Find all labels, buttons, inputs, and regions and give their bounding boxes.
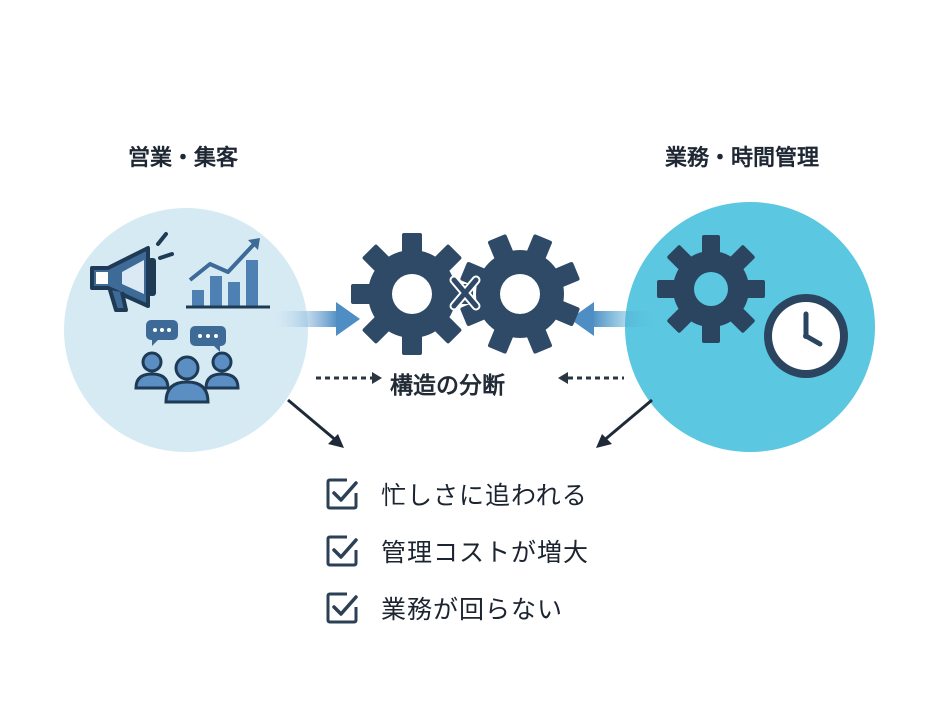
- right-dotted-arrow-icon: [558, 372, 624, 384]
- team-chat-icon: [134, 320, 240, 404]
- checkbox-checked-icon: [326, 535, 358, 567]
- checklist-item-text: 管理コストが増大: [381, 538, 590, 567]
- problem-checklist: 忙しさに追われる 管理コストが増大 業務が回らない: [325, 474, 589, 645]
- structural-disconnect-label: 構造の分断: [390, 373, 505, 399]
- gear-icon: [460, 234, 580, 354]
- checklist-item: 管理コストが増大: [325, 531, 589, 571]
- checklist-item: 業務が回らない: [325, 588, 589, 628]
- gear-icon: [351, 233, 473, 355]
- growth-bar-chart-icon: [186, 238, 270, 309]
- operations-time-management-title: 業務・時間管理: [665, 146, 820, 171]
- checkbox-checked-icon: [326, 592, 358, 624]
- right-inflow-arrow-icon: [570, 302, 658, 336]
- gear-icon: [657, 235, 765, 343]
- megaphone-icon: [90, 232, 174, 312]
- left-inflow-arrow-icon: [272, 302, 360, 336]
- sales-marketing-title: 営業・集客: [128, 146, 239, 171]
- sales-marketing-circle: [64, 208, 308, 452]
- cross-mark-icon: [449, 275, 481, 311]
- checklist-item-text: 忙しさに追われる: [381, 481, 588, 510]
- checkbox-checked-icon: [326, 478, 358, 510]
- checklist-item: 忙しさに追われる: [325, 474, 589, 514]
- right-down-arrow-icon: [596, 398, 653, 448]
- left-dotted-arrow-icon: [316, 372, 382, 384]
- left-down-arrow-icon: [287, 398, 344, 448]
- clock-icon: [764, 294, 848, 378]
- checklist-item-text: 業務が回らない: [381, 595, 564, 624]
